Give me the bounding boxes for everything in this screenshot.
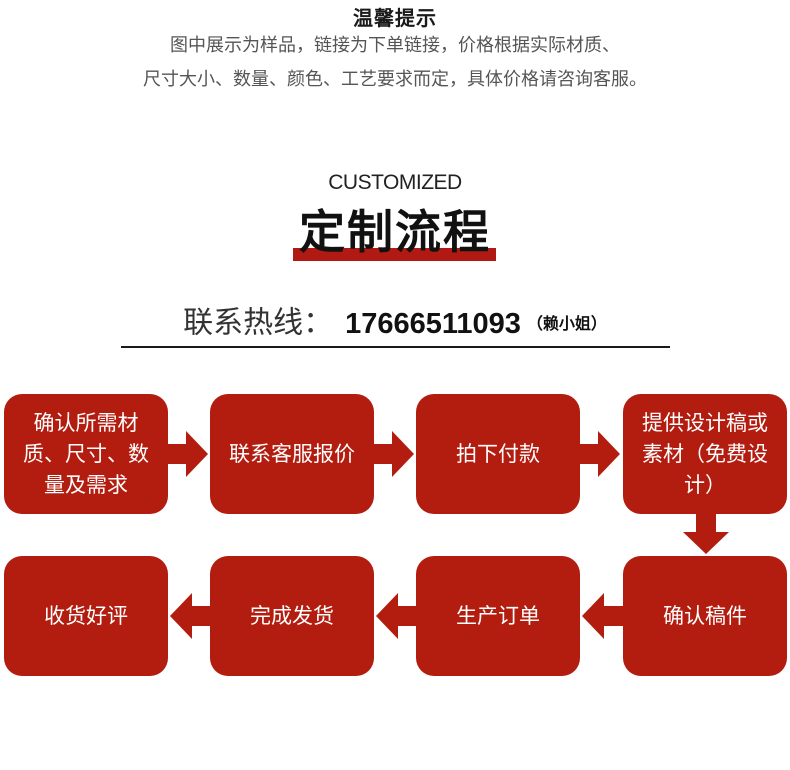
notice-line-2: 尺寸大小、数量、颜色、工艺要求而定，具体价格请咨询客服。 bbox=[143, 69, 647, 90]
hotline: 联系热线： 17666511093（赖小姐） bbox=[0, 300, 790, 347]
page-title: 定制流程 bbox=[299, 205, 491, 259]
notice-line-1: 图中展示为样品，链接为下单链接，价格根据实际材质、 bbox=[170, 35, 620, 56]
title-underline-bar bbox=[293, 248, 496, 261]
arrow-left-icon bbox=[170, 593, 212, 639]
step-provide-design: 提供设计稿或素材（免费设计） bbox=[623, 394, 787, 514]
subtitle-en: CUSTOMIZED bbox=[328, 171, 462, 194]
step-review: 收货好评 bbox=[4, 556, 168, 676]
step-shipping: 完成发货 bbox=[210, 556, 374, 676]
arrow-down-icon bbox=[683, 512, 729, 554]
step-confirm-requirements: 确认所需材质、尺寸、数量及需求 bbox=[4, 394, 168, 514]
hotline-number[interactable]: 17666511093 bbox=[345, 307, 521, 340]
arrow-left-icon bbox=[376, 593, 418, 639]
notice-title: 温馨提示 bbox=[353, 6, 437, 30]
arrow-left-icon bbox=[582, 593, 624, 639]
hotline-contact: （赖小姐） bbox=[526, 313, 607, 333]
step-contact-quote: 联系客服报价 bbox=[210, 394, 374, 514]
step-confirm-draft: 确认稿件 bbox=[623, 556, 787, 676]
arrow-right-icon bbox=[166, 431, 208, 477]
step-production: 生产订单 bbox=[416, 556, 580, 676]
step-payment: 拍下付款 bbox=[416, 394, 580, 514]
arrow-right-icon bbox=[578, 431, 620, 477]
hotline-label: 联系热线： bbox=[183, 305, 334, 341]
arrow-right-icon bbox=[372, 431, 414, 477]
hotline-underline bbox=[121, 346, 670, 348]
